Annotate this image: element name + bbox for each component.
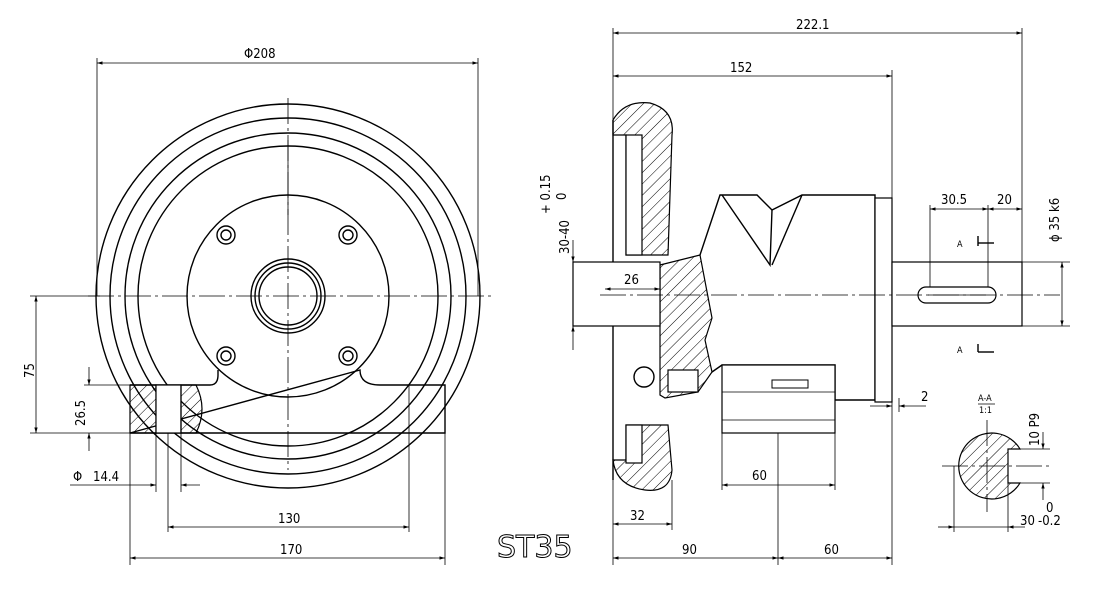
dim-foot-width: 60 <box>752 469 767 484</box>
dim-hole-spacing: 130 <box>278 512 300 527</box>
handwheel-top-section <box>612 102 673 256</box>
model-label: ST35 <box>497 530 573 565</box>
dim-outer-diameter: Φ208 <box>244 47 276 62</box>
side-view: 222.1 152 + 0.15 0 30-40 26 30.5 20 ϕ 35… <box>539 18 1070 565</box>
dim-handwheel-width: 32 <box>630 509 645 524</box>
dim-key-depth: 30 <box>1020 514 1035 529</box>
dim-key-depth-tol-lower: -0.2 <box>1038 514 1061 529</box>
section-title: A-A <box>978 394 992 404</box>
section-scale: 1:1 <box>979 406 992 416</box>
dim-hole-dia: 14.4 <box>93 470 119 485</box>
dim-hole-dia-symbol: Φ <box>73 470 82 485</box>
dim-bore-depth: 26 <box>624 273 639 288</box>
dim-tol-lower: 0 <box>555 193 570 200</box>
dim-right-offset: 60 <box>824 543 839 558</box>
dim-key-width: 10 P9 <box>1028 413 1043 446</box>
dim-body-length: 152 <box>730 61 752 76</box>
dim-shaft-dia: ϕ 35 k6 <box>1048 198 1063 242</box>
section-mark-top: A <box>957 240 963 250</box>
dim-bore-range: 30-40 <box>558 220 573 254</box>
hub-section <box>659 254 713 399</box>
dim-gap: 2 <box>921 390 928 405</box>
section-view: A-A 1:1 10 P9 30 0 -0.2 <box>938 394 1061 532</box>
front-view: Φ208 75 26.5 Φ 14.4 130 170 <box>23 47 492 565</box>
dim-tol-upper: + 0.15 <box>539 174 554 214</box>
housing-foot <box>721 364 836 434</box>
bolt-holes <box>216 225 358 366</box>
base-foot <box>129 369 446 434</box>
dim-base-width: 170 <box>280 543 302 558</box>
dim-base-height: 26.5 <box>74 400 89 426</box>
dim-left-offset: 90 <box>682 543 697 558</box>
section-mark-bottom: A <box>957 346 963 356</box>
dim-overall-length: 222.1 <box>796 18 829 33</box>
dim-center-height: 75 <box>23 363 38 378</box>
dim-key-depth-tol-upper: 0 <box>1046 501 1053 516</box>
dim-key-length: 30.5 <box>941 193 967 208</box>
dim-shaft-end: 20 <box>997 193 1012 208</box>
